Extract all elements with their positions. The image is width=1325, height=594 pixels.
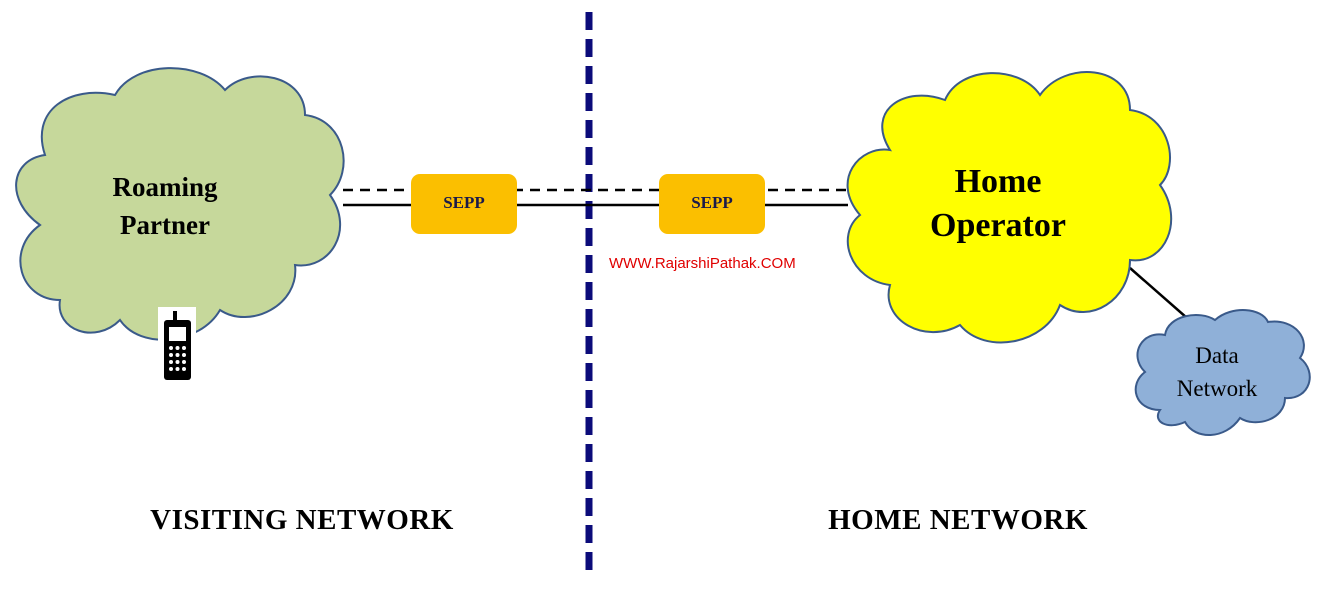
roaming-partner-label: Roaming Partner <box>85 168 245 244</box>
home-operator-line2: Operator <box>930 207 1066 244</box>
roaming-partner-line2: Partner <box>120 210 210 240</box>
home-operator-label: Home Operator <box>908 160 1088 248</box>
watermark-url: WWW.RajarshiPathak.COM <box>609 255 796 272</box>
sepp-label-visiting: SEPP <box>443 193 485 212</box>
roaming-partner-line1: Roaming <box>112 172 218 202</box>
visiting-network-label: VISITING NETWORK <box>150 504 454 536</box>
home-network-label: HOME NETWORK <box>828 504 1088 536</box>
sepp-box-visiting <box>411 174 517 234</box>
data-network-line2: Network <box>1176 376 1258 401</box>
data-network-line1: Data <box>1195 343 1239 368</box>
sepp-box-home <box>659 174 765 234</box>
data-network-cloud <box>1134 309 1311 436</box>
mobile-phone-icon <box>158 307 196 382</box>
data-network-label: Data Network <box>1157 339 1277 405</box>
home-operator-cloud <box>846 71 1173 344</box>
roaming-partner-cloud <box>15 67 345 341</box>
sepp-label-home: SEPP <box>691 193 733 212</box>
home-operator-line1: Home <box>954 163 1042 200</box>
link-home-data <box>1129 267 1196 326</box>
